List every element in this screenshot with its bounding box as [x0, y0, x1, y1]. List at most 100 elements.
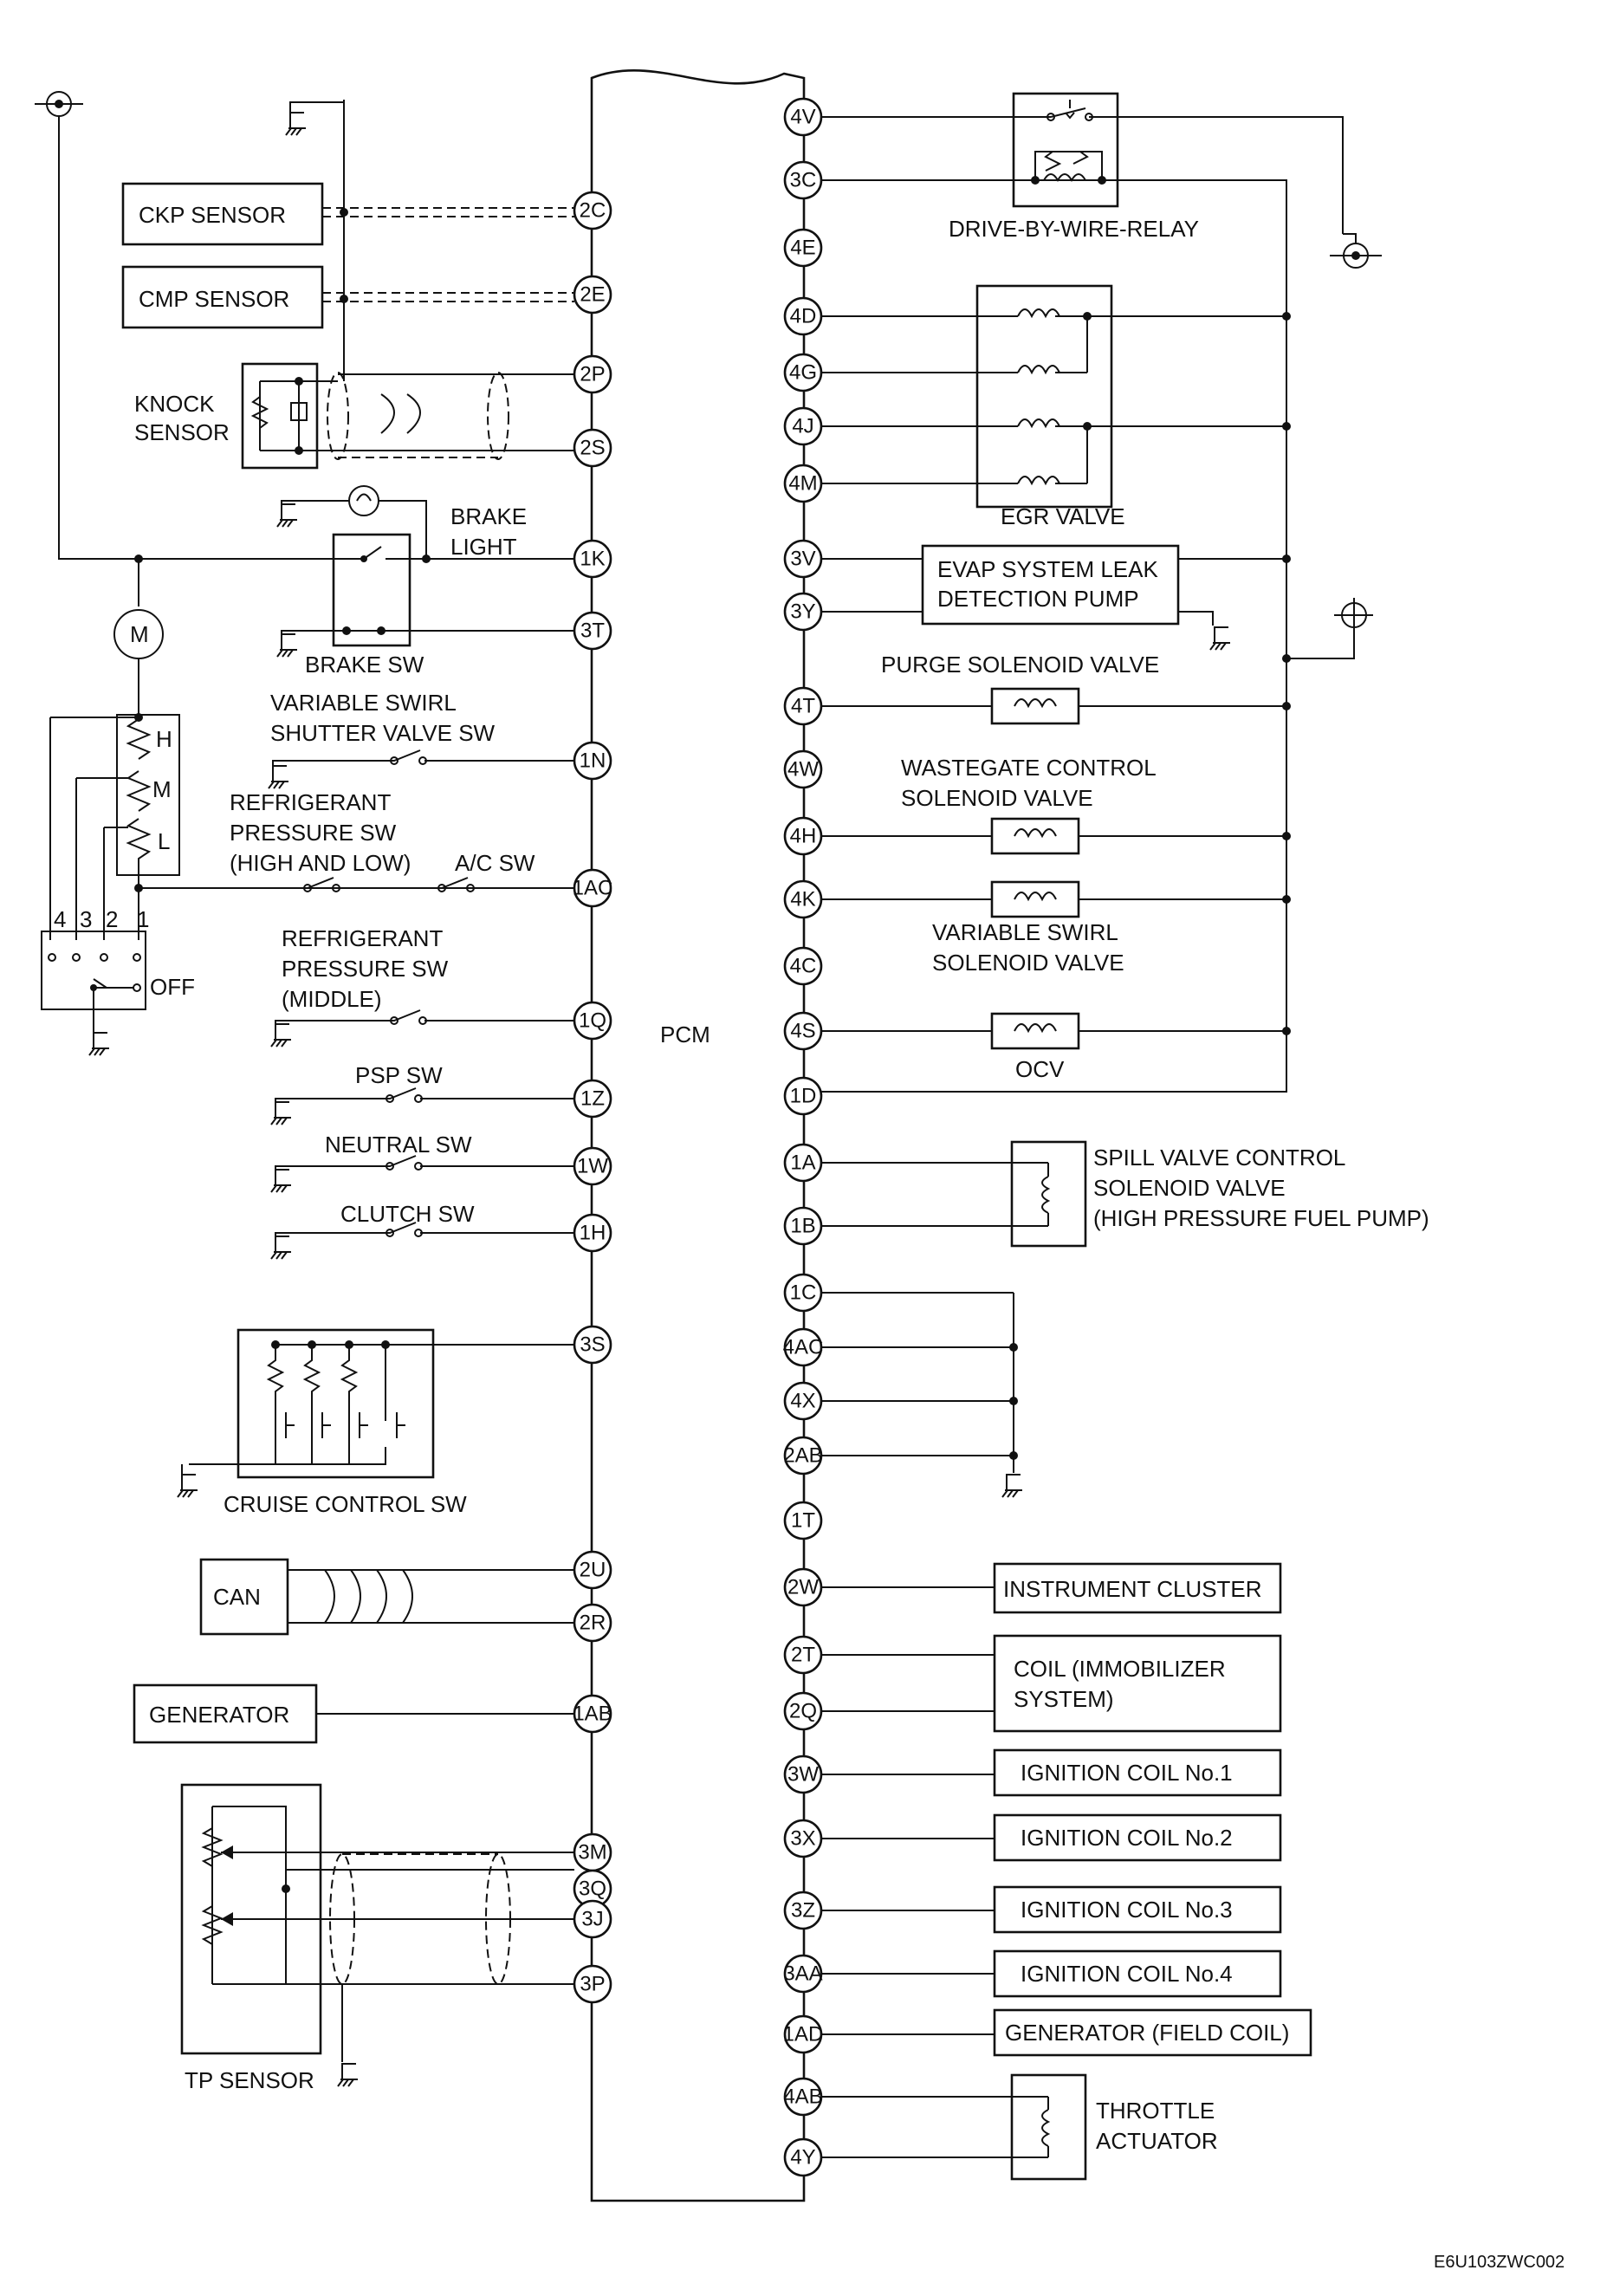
- ckp-sensor-box: [121, 182, 324, 246]
- throttle-label-1: THROTTLE: [1096, 2098, 1215, 2124]
- pcm-pin-label: 4AC: [783, 1336, 824, 1359]
- neutral-sw-label: NEUTRAL SW: [325, 1132, 472, 1158]
- pcm-pin-label: 1AC: [573, 877, 613, 900]
- pcm-pin-label: 3P: [580, 1973, 605, 1996]
- pcm-pin-left-2e: [573, 275, 612, 315]
- pcm-pin-label: 4X: [790, 1390, 815, 1413]
- ign4-label: IGNITION COIL No.4: [1021, 1961, 1233, 1987]
- pcm-pin-label: 3J: [581, 1908, 603, 1931]
- generator-field-coil-box: [993, 2008, 1312, 2057]
- ignition-coil-2-box: [993, 1813, 1282, 1862]
- cruise-sw-label: CRUISE CONTROL SW: [224, 1491, 467, 1517]
- wastegate-label-1: WASTEGATE CONTROL: [901, 755, 1157, 781]
- immob-label-2: SYSTEM): [1014, 1686, 1114, 1712]
- pcm-pin-label: 4T: [791, 695, 815, 718]
- ignition-coil-3-box: [993, 1885, 1282, 1934]
- pcm-pin-label: 4S: [790, 1020, 815, 1043]
- pot-l-label: L: [158, 828, 170, 854]
- dbw-relay-box: [1012, 92, 1119, 208]
- purge-solenoid-box: [990, 687, 1080, 725]
- spill-label-1: SPILL VALVE CONTROL: [1093, 1145, 1345, 1171]
- right-wiring: DRIVE-BY-WIRE-RELAY EGR VALVE EVAP SYSTE…: [821, 92, 1429, 2181]
- evap-pump-box: [921, 544, 1180, 626]
- pcm-pin-label: 3T: [580, 619, 605, 643]
- pcm-pin-label: 2AB: [783, 1444, 822, 1468]
- figure-code: E6U103ZWC002: [1434, 2253, 1565, 2272]
- pcm-pin-label: 4G: [789, 361, 817, 385]
- switch-off-label: OFF: [150, 974, 195, 1000]
- ign1-label: IGNITION COIL No.1: [1021, 1760, 1233, 1786]
- pcm-pin-label: 1C: [790, 1281, 817, 1305]
- pcm-pin-label: 2E: [580, 283, 605, 307]
- switch-pos-3: 3: [80, 906, 92, 932]
- refr-hl-label-3: (HIGH AND LOW): [230, 850, 411, 876]
- pcm-pin-label: 1H: [580, 1222, 606, 1245]
- wastegate-solenoid-box: [990, 817, 1080, 855]
- throttle-label-2: ACTUATOR: [1096, 2128, 1218, 2154]
- pcm-pin-label: 1AB: [573, 1703, 612, 1726]
- vsv-sw-label-2: SHUTTER VALVE SW: [270, 720, 496, 746]
- switch-pos-4: 4: [54, 906, 66, 932]
- pot-h-label: H: [156, 726, 172, 752]
- ac-sw-label: A/C SW: [455, 850, 535, 876]
- pcm-pin-label: 4M: [788, 472, 817, 496]
- pcm-pin-label: 2P: [580, 363, 605, 386]
- pcm-pin-label: 3S: [580, 1333, 605, 1357]
- pcm-pin-label: 1D: [790, 1085, 817, 1108]
- pcm-pin-label: 3W: [787, 1763, 819, 1787]
- pcm-pin-label: 4E: [790, 237, 815, 260]
- egr-valve-box: [975, 284, 1113, 509]
- cruise-control-box: [237, 1328, 435, 1479]
- cmp-sensor-label: CMP SENSOR: [139, 286, 289, 312]
- evap-label-1: EVAP SYSTEM LEAK: [937, 556, 1158, 582]
- ign3-label: IGNITION COIL No.3: [1021, 1897, 1233, 1923]
- refr-hl-label-2: PRESSURE SW: [230, 820, 397, 846]
- left-wiring: CKP SENSOR CMP SENSOR KNOCK SENSOR: [35, 91, 574, 2093]
- immob-label-1: COIL (IMMOBILIZER: [1014, 1656, 1226, 1682]
- pcm-pin-label: 4K: [790, 888, 815, 911]
- motor-label: M: [130, 621, 149, 647]
- refr-hl-label-1: REFRIGERANT: [230, 789, 391, 815]
- pcm-pin-label: 3V: [790, 548, 815, 571]
- refr-mid-label-3: (MIDDLE): [282, 986, 382, 1012]
- left-pin-column: 2C2E2P2S1K3T1N1AC1Q1Z1W1H3S2U2R1AB3M3Q3J…: [573, 191, 613, 2004]
- pcm-pin-label: 1K: [580, 548, 605, 571]
- pcm-pin-right-4w: [783, 749, 823, 789]
- spill-valve-box: [1010, 1140, 1087, 1248]
- pcm-pin-right-1t: [783, 1501, 823, 1540]
- pcm-pin-label: 2R: [580, 1612, 606, 1635]
- purge-label: PURGE SOLENOID VALVE: [881, 652, 1159, 678]
- right-pin-column: 4V3C4E4D4G4J4M3V3Y4T4W4H4K4C4S1D1A1B1C4A…: [783, 97, 824, 2177]
- pcm-pin-right-1d: [783, 1076, 823, 1116]
- pcm-pin-label: 4C: [790, 955, 817, 978]
- ignition-coil-1-box: [993, 1748, 1282, 1797]
- switch-pos-1: 1: [137, 906, 149, 932]
- spill-label-2: SOLENOID VALVE: [1093, 1175, 1286, 1201]
- instrument-cluster-label: INSTRUMENT CLUSTER: [1003, 1576, 1262, 1602]
- ocv-box: [990, 1012, 1080, 1050]
- evap-label-2: DETECTION PUMP: [937, 586, 1139, 612]
- gen-field-label: GENERATOR (FIELD COIL): [1005, 2020, 1289, 2046]
- can-label: CAN: [213, 1584, 261, 1610]
- wastegate-label-2: SOLENOID VALVE: [901, 785, 1093, 811]
- pcm-pin-label: 1B: [790, 1215, 815, 1238]
- pcm-pin-label: 1A: [790, 1151, 815, 1175]
- clutch-sw-label: CLUTCH SW: [340, 1201, 475, 1227]
- vs-solenoid-label-2: SOLENOID VALVE: [932, 950, 1124, 976]
- pcm-pin-label: 4J: [792, 415, 813, 438]
- pcm-pin-label: 2C: [580, 199, 606, 223]
- pcm-pin-label: 4D: [790, 305, 817, 328]
- pcm-pin-label: 3C: [790, 169, 817, 192]
- pcm-pin-label: 2Q: [789, 1700, 817, 1723]
- throttle-actuator-box: [1010, 2073, 1087, 2181]
- generator-box: [133, 1683, 318, 1744]
- pcm-pin-label: 2S: [580, 437, 605, 460]
- vs-solenoid-box: [990, 880, 1080, 918]
- pcm-pin-left-2s: [573, 428, 612, 468]
- vsv-sw-label-1: VARIABLE SWIRL: [270, 690, 457, 716]
- pcm-pin-label: 1AD: [783, 2023, 824, 2046]
- pcm-pin-label: 2U: [580, 1559, 606, 1582]
- dbw-relay-label: DRIVE-BY-WIRE-RELAY: [949, 216, 1199, 242]
- switch-pos-2: 2: [106, 906, 118, 932]
